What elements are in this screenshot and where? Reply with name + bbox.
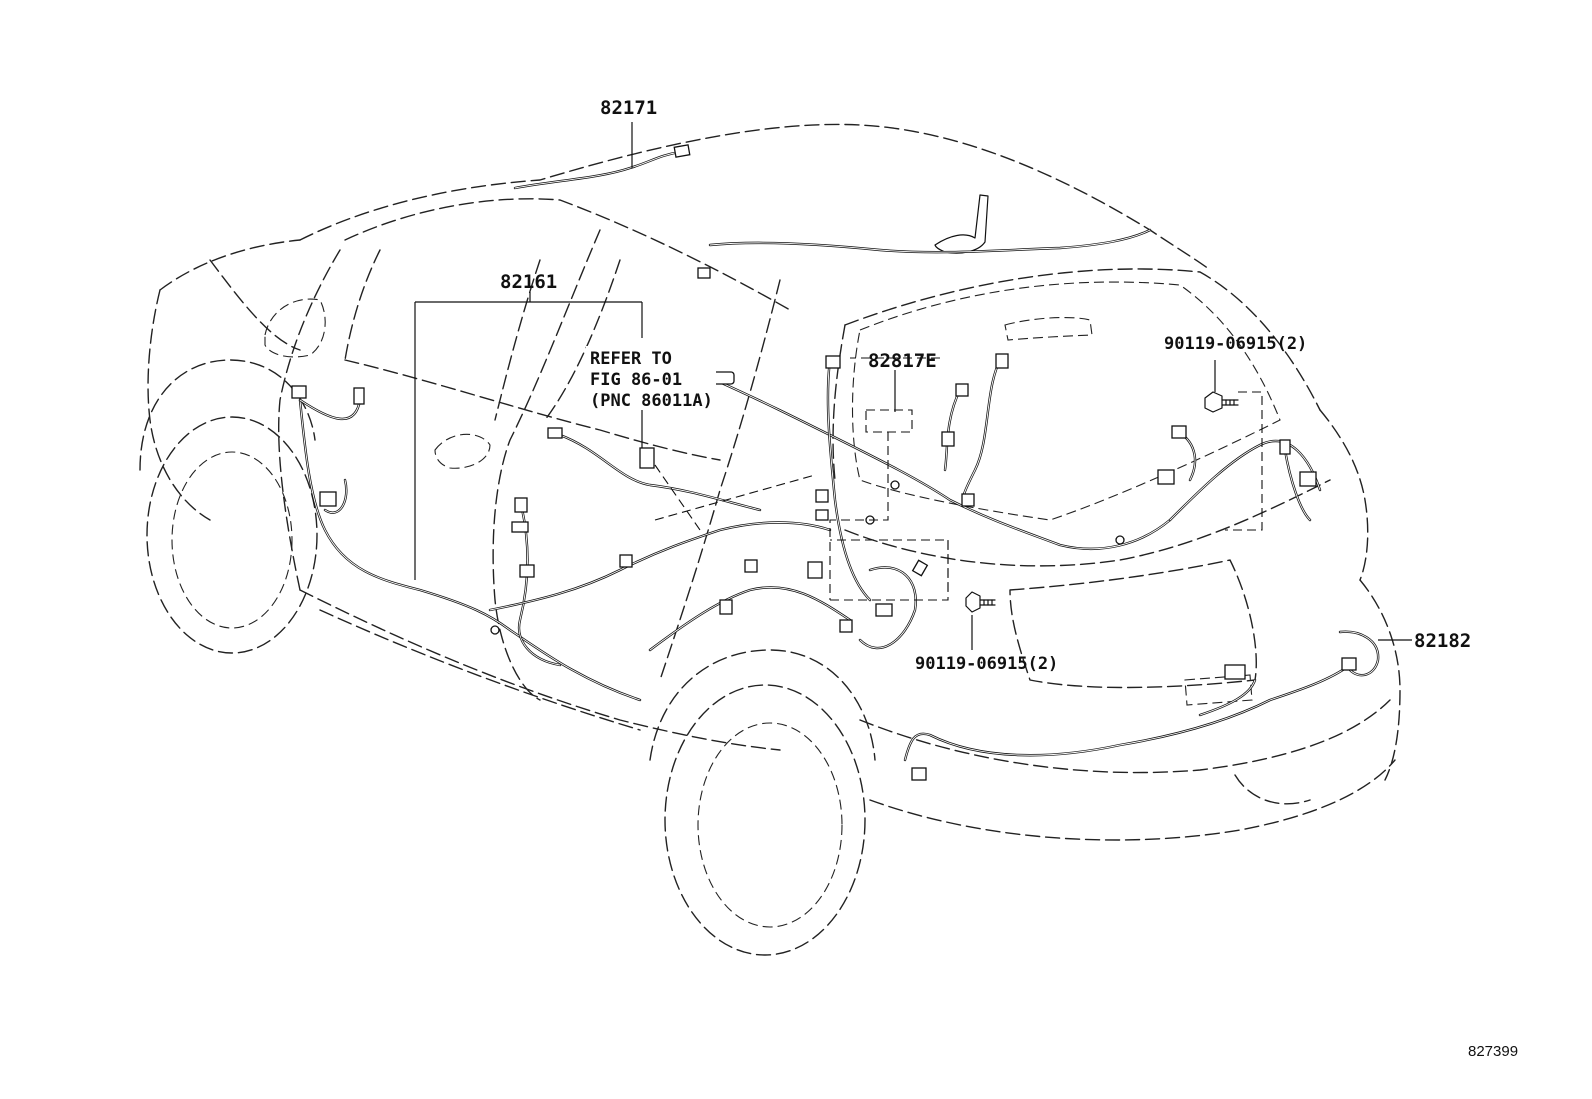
clamps [490, 480, 1125, 635]
harness-82161-floor [291, 385, 853, 702]
label-82171: 82171 [600, 97, 657, 119]
car-body-outline [139, 123, 1401, 956]
label-82161: 82161 [500, 271, 557, 293]
harness-82817e-quarter [639, 353, 1322, 650]
leader-lines [414, 122, 1412, 650]
bolt-icon [965, 591, 996, 613]
bolt-icon [1204, 391, 1239, 413]
label-82182: 82182 [1414, 630, 1471, 652]
refer-note-line2: FIG 86-01 [590, 370, 682, 390]
harness-82171-roof [513, 144, 1152, 279]
refer-note-line3: (PNC 86011A) [590, 391, 713, 411]
harness-82182-bumper [903, 630, 1380, 781]
part-labels: 82171 82161 REFER TO FIG 86-01 (PNC 8601… [500, 97, 1518, 1060]
figure-id: 827399 [1468, 1043, 1518, 1060]
label-bolt-lower: 90119-06915(2) [915, 654, 1058, 674]
label-82817e: 82817E [868, 350, 937, 372]
refer-note-line1: REFER TO [590, 349, 672, 369]
label-bolt-upper: 90119-06915(2) [1164, 334, 1307, 354]
